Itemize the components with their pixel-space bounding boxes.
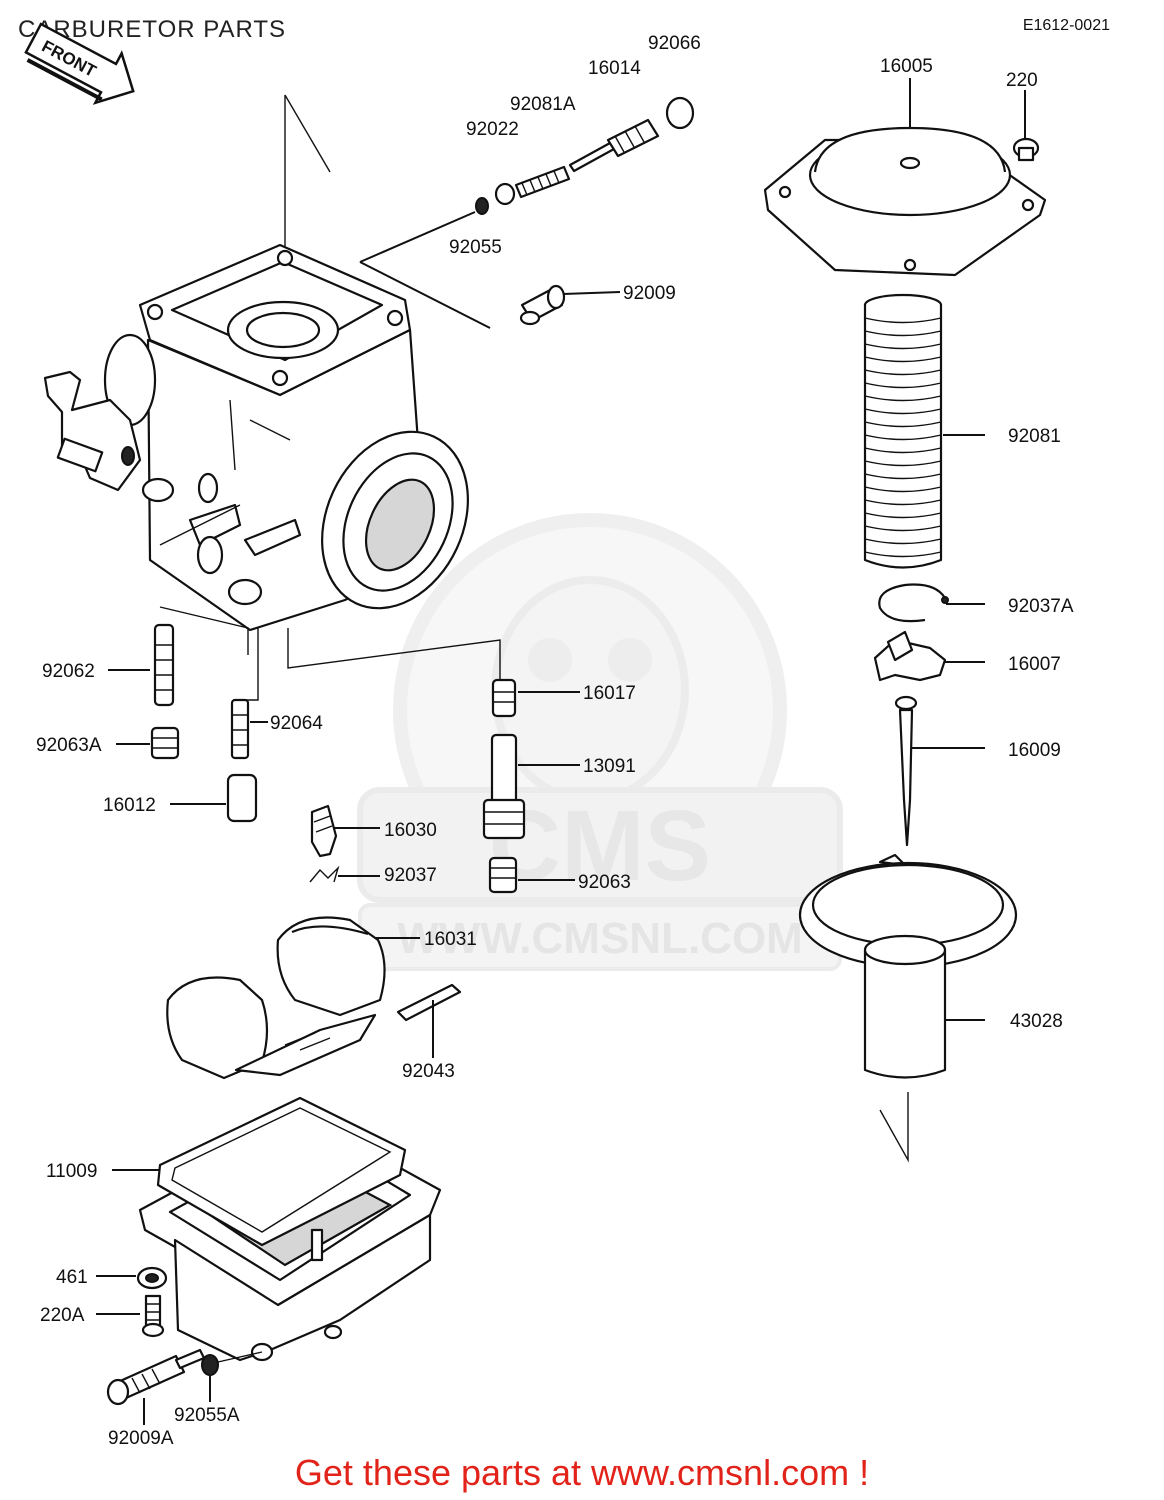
callout-labels: 92066 16014 92081A 92022 92055 92009 160… (36, 33, 1074, 1449)
callout-13091: 13091 (583, 756, 636, 777)
part-16014 (568, 118, 660, 173)
spring-coil (864, 408, 942, 415)
spring-coil (864, 538, 942, 545)
part-92066 (665, 96, 695, 130)
diagram-code: E1612-0021 (1023, 17, 1110, 34)
part-43028 (798, 853, 1018, 1079)
spring-coil (864, 330, 942, 337)
part-16005 (763, 78, 1047, 277)
part-92009 (519, 284, 566, 326)
part-92043 (396, 983, 462, 1022)
part-16009 (894, 695, 918, 847)
callout-43028: 43028 (1010, 1011, 1063, 1032)
part-92081 (863, 293, 943, 569)
part-92081A (514, 165, 571, 199)
spring-coil (864, 499, 942, 506)
spring-coil (864, 382, 942, 389)
part-16017 (491, 678, 517, 718)
part-92062 (153, 623, 175, 707)
part-92037 (309, 865, 340, 883)
callout-92062: 92062 (42, 661, 95, 682)
spring-coil (864, 486, 942, 493)
callout-92081: 92081 (1008, 426, 1061, 447)
watermark-url: WWW.CMSNL.COM (397, 914, 803, 963)
part-16031 (166, 916, 386, 1080)
part-92055 (475, 197, 489, 215)
part-92063A (150, 726, 180, 760)
part-92009A (106, 1348, 206, 1406)
part-92055A (201, 1354, 219, 1376)
part-220 (1012, 90, 1040, 162)
part-16030 (310, 804, 338, 858)
callout-92037A: 92037A (1008, 596, 1074, 617)
mixture-screw-group (284, 94, 695, 329)
part-92064 (230, 698, 250, 760)
spring-coil (864, 525, 942, 532)
part-92022 (494, 182, 516, 206)
part-92037A (878, 583, 949, 623)
callout-92009A: 92009A (108, 1428, 174, 1449)
callout-92055A: 92055A (174, 1405, 240, 1426)
spring-coil (864, 369, 942, 376)
spring-coil (864, 512, 942, 519)
spring-coil (864, 447, 942, 454)
callout-92063A: 92063A (36, 735, 102, 756)
callout-92037: 92037 (384, 865, 437, 886)
spring-coil (864, 551, 942, 558)
part-16007 (873, 630, 947, 682)
callout-11009: 11009 (46, 1161, 97, 1182)
callout-92063: 92063 (578, 872, 631, 893)
spring-coil (864, 473, 942, 480)
callout-92081A: 92081A (510, 94, 576, 115)
spring-coil (864, 434, 942, 441)
callout-16014: 16014 (588, 58, 641, 79)
part-13091 (482, 733, 526, 840)
callout-92064: 92064 (270, 713, 323, 734)
part-461 (136, 1266, 168, 1290)
spring-coil (864, 356, 942, 363)
spring-coil (864, 317, 942, 324)
part-11009 (156, 1096, 407, 1247)
callout-92009: 92009 (623, 283, 676, 304)
callout-220: 220 (1006, 70, 1038, 91)
spring-coil (864, 343, 942, 350)
callout-16012: 16012 (103, 795, 156, 816)
callout-220A: 220A (40, 1305, 85, 1326)
callout-461: 461 (56, 1267, 88, 1288)
part-16012 (226, 773, 258, 823)
callout-16009: 16009 (1008, 740, 1061, 761)
callout-92043: 92043 (402, 1061, 455, 1082)
callout-16030: 16030 (384, 820, 437, 841)
watermark-brand: CMS (489, 790, 711, 902)
callout-16007: 16007 (1008, 654, 1061, 675)
part-220A (141, 1294, 165, 1338)
spring-coil (864, 460, 942, 467)
callout-16017: 16017 (583, 683, 636, 704)
callout-16005: 16005 (880, 56, 933, 77)
footer-link-text[interactable]: Get these parts at www.cmsnl.com ! (294, 1452, 870, 1493)
spring-coil (864, 395, 942, 402)
watermark: CMS WWW.CMSNL.COM (357, 513, 843, 971)
callout-92055: 92055 (449, 237, 502, 258)
callout-92066: 92066 (648, 33, 701, 54)
part-92063 (488, 856, 518, 894)
callout-92022: 92022 (466, 119, 519, 140)
spring-coil (864, 421, 942, 428)
callout-16031: 16031 (424, 929, 477, 950)
carburetor-body (43, 243, 469, 632)
